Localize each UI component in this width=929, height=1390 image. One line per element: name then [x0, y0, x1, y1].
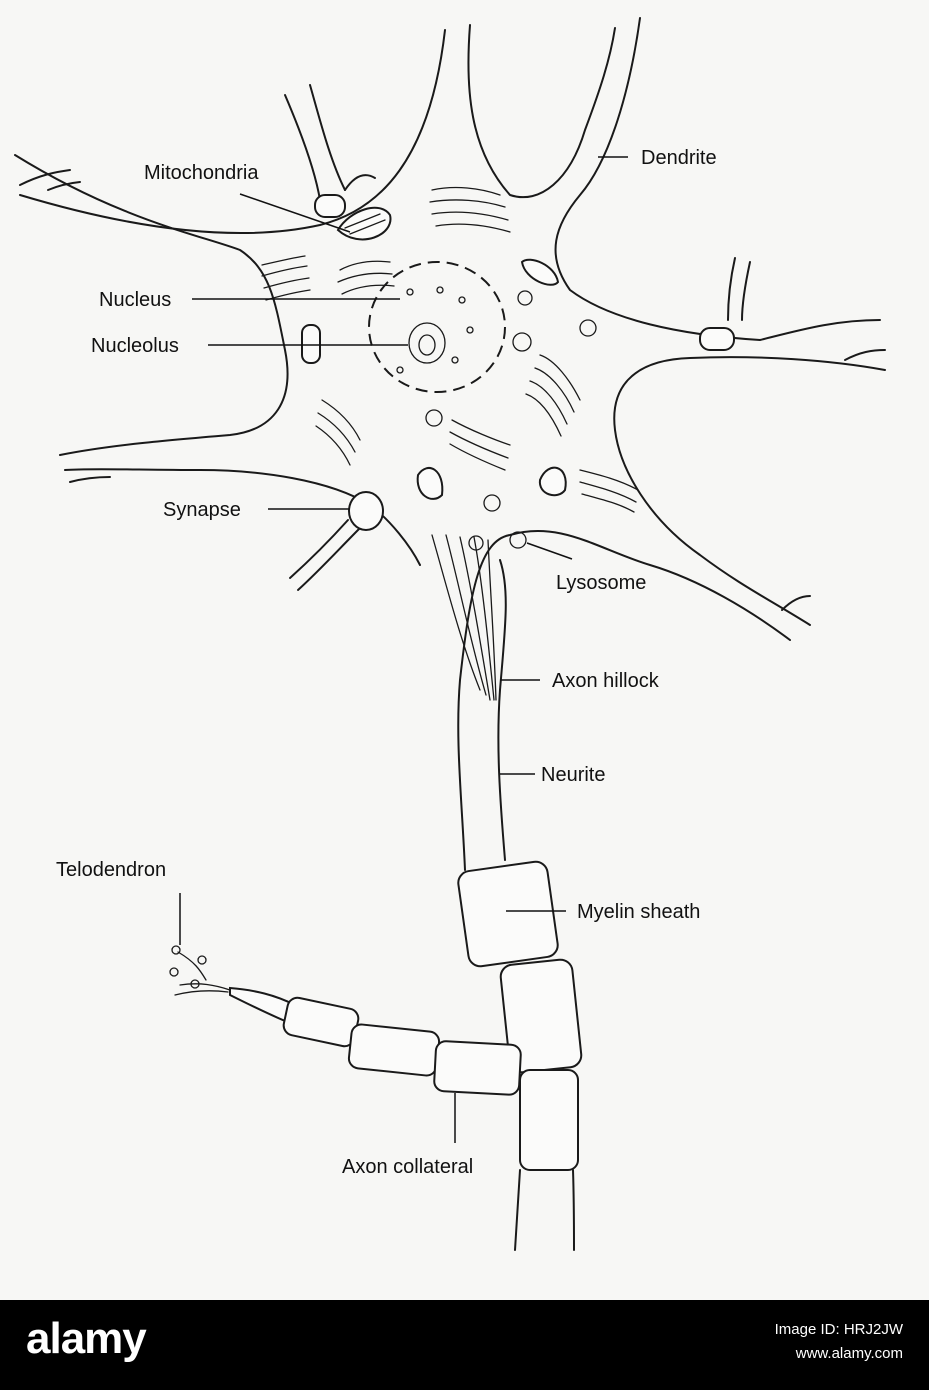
label-myelin-sheath: Myelin sheath [577, 901, 700, 923]
lysosomes [425, 290, 597, 551]
label-neurite: Neurite [541, 764, 605, 786]
synapse-boutons [284, 84, 751, 591]
myelinated-axon [457, 860, 583, 1251]
endoplasmic-reticulum [261, 186, 639, 513]
site-url: www.alamy.com [795, 1345, 903, 1362]
nucleus-shape [368, 261, 506, 393]
label-axon-hillock: Axon hillock [552, 670, 660, 692]
brand-logo: alamy [26, 1314, 147, 1363]
image-info: Image ID: HRJ2JW www.alamy.com [775, 1318, 903, 1366]
neuron-illustration: Mitochondria Dendrite Nucleus Nucleolus … [14, 17, 886, 1251]
image-id: Image ID: HRJ2JW [774, 1321, 903, 1338]
label-mitochondria: Mitochondria [144, 162, 259, 184]
neuron-diagram: Mitochondria Dendrite Nucleus Nucleolus … [14, 17, 886, 1251]
label-lysosome: Lysosome [556, 572, 646, 594]
label-telodendron: Telodendron [56, 859, 166, 881]
label-axon-collateral: Axon collateral [342, 1156, 473, 1178]
watermark-footer: alamy Image ID: HRJ2JW www.alamy.com [0, 1300, 929, 1390]
cell-outline [14, 17, 886, 871]
leader-lines [179, 156, 628, 1143]
label-synapse: Synapse [163, 499, 241, 521]
labels: Mitochondria Dendrite Nucleus Nucleolus … [56, 147, 717, 1178]
axon-collateral-shape [169, 945, 522, 1096]
mitochondria-shapes [301, 206, 567, 500]
label-nucleus: Nucleus [99, 289, 171, 311]
label-nucleolus: Nucleolus [91, 335, 179, 357]
axon-hillock-fibers [431, 534, 497, 701]
label-dendrite: Dendrite [641, 147, 717, 169]
